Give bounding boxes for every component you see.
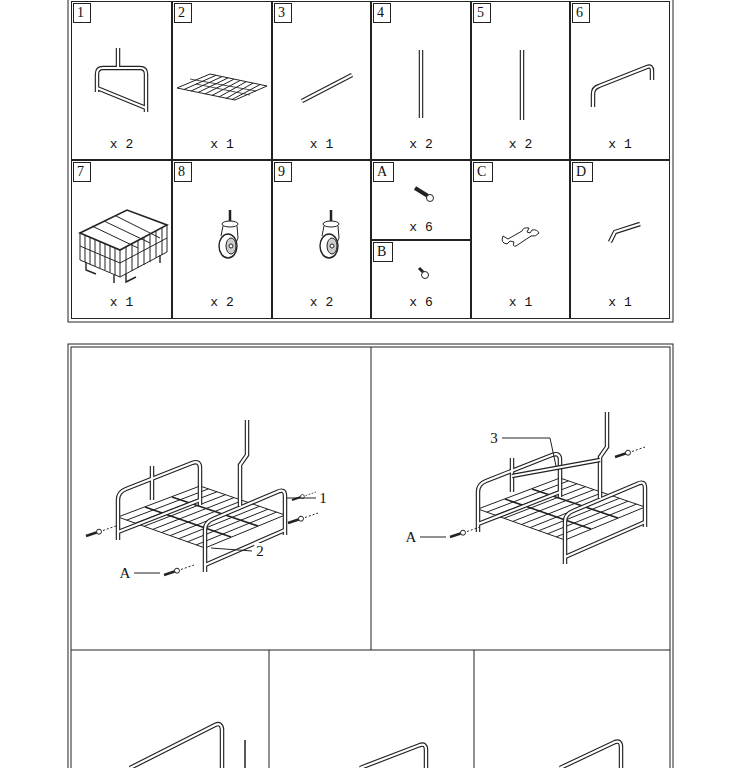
part-cell: 7 x 1 xyxy=(71,160,172,319)
part-cell: 2 x 1 xyxy=(172,1,272,160)
part-number: A xyxy=(373,162,394,182)
part-cell: Bx 6 xyxy=(371,240,471,319)
part-quantity: x 6 xyxy=(372,221,470,235)
part-cell: 8 x 2 xyxy=(172,160,272,319)
part-quantity: x 2 xyxy=(472,138,569,152)
part-number: 4 xyxy=(373,3,391,23)
part-cell: Ax 6 xyxy=(371,160,471,240)
part-cell: 5 x 2 xyxy=(471,1,570,160)
part-number: C xyxy=(473,162,493,182)
part-quantity: x 2 xyxy=(72,138,171,152)
part-quantity: x 1 xyxy=(72,296,171,310)
callout-label: 2 xyxy=(254,543,266,559)
callout-label: 1 xyxy=(317,490,329,506)
part-number: 1 xyxy=(73,3,91,23)
part-number: D xyxy=(572,162,593,182)
part-quantity: x 1 xyxy=(173,138,271,152)
part-number: 2 xyxy=(174,3,192,23)
part-number: 9 xyxy=(274,162,292,182)
part-quantity: x 1 xyxy=(571,296,669,310)
part-cell: Dx 1 xyxy=(570,160,670,319)
part-quantity: x 1 xyxy=(472,296,569,310)
part-quantity: x 2 xyxy=(173,296,271,310)
part-number: B xyxy=(373,242,393,262)
part-quantity: x 1 xyxy=(571,138,669,152)
part-quantity: x 2 xyxy=(372,138,470,152)
part-number: 6 xyxy=(572,3,590,23)
part-cell: 4 x 2 xyxy=(371,1,471,160)
part-cell: 9 x 2 xyxy=(272,160,371,319)
part-number: 5 xyxy=(473,3,491,23)
part-number: 3 xyxy=(274,3,292,23)
part-quantity: x 2 xyxy=(273,296,370,310)
callout-label: A xyxy=(118,565,133,581)
part-number: 7 xyxy=(73,162,91,182)
part-cell: Cx 1 xyxy=(471,160,570,319)
part-cell: 6 x 1 xyxy=(570,1,670,160)
part-cell: 3 x 1 xyxy=(272,1,371,160)
part-number: 8 xyxy=(174,162,192,182)
part-quantity: x 6 xyxy=(372,296,470,310)
callout-label: A xyxy=(404,529,419,545)
part-cell: 1 x 2 xyxy=(71,1,172,160)
part-quantity: x 1 xyxy=(273,138,370,152)
callout-label: 3 xyxy=(488,430,500,446)
